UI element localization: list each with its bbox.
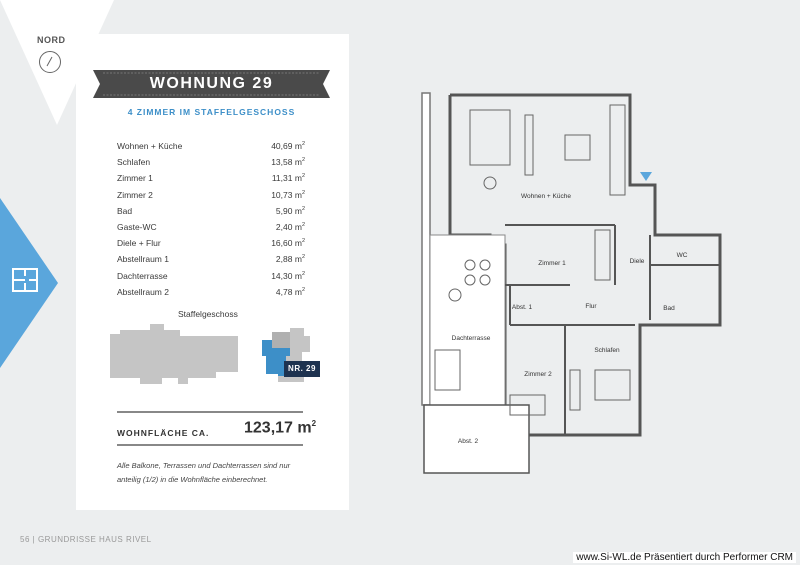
room-area-unit: m	[294, 157, 302, 168]
wohnflaeche-number: 123,17 m	[244, 419, 312, 437]
room-area-exp: 2	[301, 189, 305, 196]
staffel-label: Staffelgeschoss	[178, 309, 238, 319]
room-area-value: 16,60	[271, 238, 293, 249]
room-name: Bad	[117, 205, 133, 216]
room-area: 10,73 m2	[271, 190, 305, 206]
room-area-unit: m	[294, 254, 302, 265]
room-area-exp: 2	[301, 286, 305, 293]
room-area-unit: m	[294, 286, 302, 297]
room-area-unit: m	[294, 189, 302, 200]
room-area-exp: 2	[301, 157, 305, 164]
label-dachterrasse: Dachterrasse	[452, 335, 491, 342]
room-name: Zimmer 2	[117, 189, 153, 200]
label-abst1: Abst. 1	[512, 304, 533, 311]
apartment-number-badge: NR. 29	[284, 361, 320, 377]
room-area-value: 5,90	[275, 205, 293, 216]
room-area-unit: m	[294, 221, 302, 232]
room-area: 14,30 m2	[271, 271, 305, 287]
room-area-exp: 2	[301, 222, 305, 229]
room-area: 11,31 m2	[272, 173, 305, 189]
room-row: Abstellraum 2 4,78 m2	[117, 287, 305, 303]
apartment-title: WOHNUNG 29	[149, 75, 274, 92]
room-name: Diele + Flur	[117, 238, 161, 249]
label-zimmer1: Zimmer 1	[538, 260, 566, 267]
room-area-value: 11,31	[271, 173, 293, 184]
label-bad: Bad	[663, 305, 675, 312]
divider-bottom	[117, 444, 303, 446]
label-diele: Diele	[630, 258, 645, 265]
room-row: Gaste-WC 2,40 m2	[117, 222, 305, 238]
room-row: Wohnen + Küche 40,69 m2	[117, 141, 305, 157]
info-card	[76, 34, 349, 510]
room-area-unit: m	[294, 205, 302, 216]
area-note: Alle Balkone, Terrassen und Dachterrasse…	[117, 461, 291, 484]
room-row: Zimmer 2 10,73 m2	[117, 190, 305, 206]
side-tab	[0, 198, 58, 368]
room-name: Schlafen	[117, 157, 151, 168]
room-area-unit: m	[294, 173, 302, 184]
room-area: 40,69 m2	[271, 141, 305, 157]
title-ribbon	[93, 70, 330, 98]
room-area-value: 13,58	[271, 157, 293, 168]
room-name: Zimmer 1	[117, 173, 153, 184]
title-wrap: WOHNUNG 29	[93, 70, 330, 98]
room-area-exp: 2	[301, 173, 305, 180]
room-area: 2,88 m2	[276, 254, 305, 270]
room-row: Bad 5,90 m2	[117, 206, 305, 222]
room-area-exp: 2	[301, 238, 305, 245]
room-area-value: 2,40	[275, 221, 293, 232]
room-area: 13,58 m2	[271, 157, 305, 173]
label-abst2: Abst. 2	[458, 438, 479, 445]
floor-plan: Wohnen + Küche Zimmer 1 Diele WC Bad Flu…	[421, 92, 722, 474]
room-name: Dachterrasse	[117, 270, 168, 281]
label-schlafen: Schlafen	[594, 347, 620, 354]
room-area: 16,60 m2	[271, 238, 305, 254]
page-number: 56	[20, 535, 30, 544]
label-wohnen: Wohnen + Küche	[521, 193, 571, 200]
room-area-exp: 2	[301, 254, 305, 261]
room-row: Schlafen 13,58 m2	[117, 157, 305, 173]
room-area-value: 4,78	[275, 286, 293, 297]
room-name: Wohnen + Küche	[117, 141, 183, 151]
room-area-exp: 2	[301, 141, 305, 148]
label-zimmer2: Zimmer 2	[524, 371, 552, 378]
label-wc: WC	[677, 252, 688, 259]
north-label: NORD	[37, 35, 66, 45]
room-name: Abstellraum 2	[117, 286, 169, 297]
room-name: Gaste-WC	[117, 221, 157, 232]
room-row: Dachterrasse 14,30 m2	[117, 271, 305, 287]
apartment-subtitle: 4 ZIMMER IM STAFFELGESCHOSS	[127, 107, 296, 117]
room-area: 5,90 m2	[276, 206, 305, 222]
credit-text: www.Si-WL.de Präsentiert durch Performer…	[573, 552, 796, 563]
footer-separator: |	[32, 535, 36, 544]
divider-top	[117, 411, 303, 413]
wohnflaeche-label: WOHNFLÄCHE CA.	[117, 428, 210, 438]
room-row: Diele + Flur 16,60 m2	[117, 238, 305, 254]
room-area-value: 14,30	[271, 270, 293, 281]
page-footer: 56 | GRUNDRISSE HAUS RIVEL	[20, 535, 152, 544]
room-row: Zimmer 1 11,31 m2	[117, 173, 305, 189]
room-name: Abstellraum 1	[117, 254, 169, 265]
wohnflaeche-exp: 2	[311, 419, 317, 428]
room-area-exp: 2	[301, 205, 305, 212]
room-area: 4,78 m2	[276, 287, 305, 303]
wohnflaeche-value: 123,17 m2	[244, 419, 316, 437]
compass-icon	[39, 51, 61, 73]
room-area: 2,40 m2	[276, 222, 305, 238]
room-area-unit: m	[294, 141, 302, 151]
room-area-value: 40,69	[271, 141, 293, 151]
footer-text: GRUNDRISSE HAUS RIVEL	[37, 535, 152, 544]
room-area-exp: 2	[301, 270, 305, 277]
room-area-value: 10,73	[271, 189, 293, 200]
room-area-unit: m	[294, 270, 302, 281]
label-flur: Flur	[585, 303, 597, 310]
room-area-value: 2,88	[275, 254, 293, 265]
room-area-unit: m	[294, 238, 302, 249]
room-row: Abstellraum 1 2,88 m2	[117, 254, 305, 270]
floorplan-icon	[12, 268, 38, 292]
